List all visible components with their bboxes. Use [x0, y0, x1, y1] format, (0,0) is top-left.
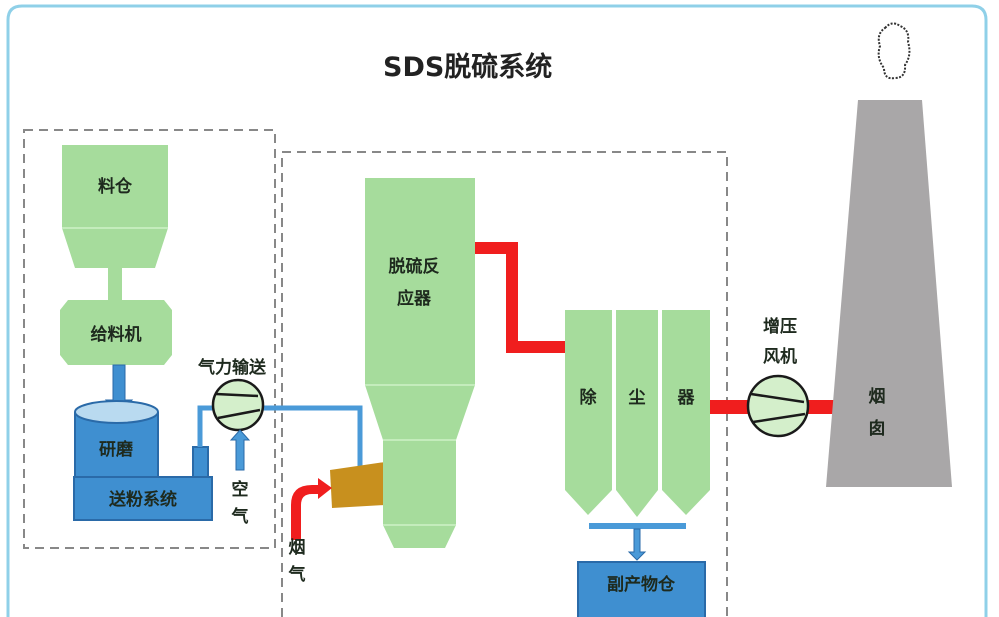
- flue-gas-label-1: 烟: [289, 537, 306, 558]
- svg-text:器: 器: [677, 388, 696, 408]
- svg-text:尘: 尘: [629, 388, 646, 408]
- air-arrow-icon: [229, 429, 251, 471]
- smoke-cloud-icon: [877, 22, 911, 80]
- flue-gas-label-2: 气: [288, 564, 306, 585]
- mill: 研磨: [74, 400, 159, 479]
- svg-text:应器: 应器: [397, 288, 432, 309]
- ash-arrow-icon: [627, 528, 647, 561]
- pneumatic-conveying-fan-icon: [211, 378, 265, 432]
- reaction-system-boundary: [281, 151, 728, 617]
- silo: 料仓: [62, 145, 168, 300]
- booster-fan-label-2: 风机: [763, 346, 797, 367]
- feed-system-boundary: [23, 129, 276, 549]
- booster-fan-label-1: 增压: [763, 316, 797, 337]
- diagram-title: SDS脱硫系统: [383, 51, 552, 83]
- svg-text:烟: 烟: [869, 386, 886, 407]
- dust-collector: 除 尘 器: [565, 310, 710, 517]
- flue-gas-duct: [475, 242, 566, 353]
- feeder: 给料机: [60, 300, 172, 365]
- powder-outlet: [192, 446, 209, 478]
- pneumatic-conveying-label: 气力输送: [197, 357, 267, 378]
- outer-frame: [6, 4, 988, 617]
- injection-nozzle: [330, 462, 385, 508]
- svg-text:脱硫反: 脱硫反: [389, 256, 440, 277]
- svg-text:除: 除: [580, 387, 598, 408]
- conveying-pipe-to-reactor: [263, 405, 363, 470]
- booster-fan-icon: [746, 374, 810, 438]
- svg-text:给料机: 给料机: [91, 324, 142, 345]
- byproduct-silo: 副产物仓: [577, 561, 706, 617]
- air-label-2: 气: [231, 506, 249, 527]
- svg-text:送粉系统: 送粉系统: [109, 489, 177, 510]
- svg-text:囱: 囱: [869, 418, 886, 439]
- chimney: 烟 囱: [826, 100, 952, 487]
- svg-text:副产物仓: 副产物仓: [607, 574, 676, 595]
- flue-gas-inlet-arrow-icon: [291, 478, 332, 540]
- powder-delivery-system: 送粉系统: [73, 476, 213, 521]
- air-label-1: 空: [232, 479, 249, 500]
- svg-text:研磨: 研磨: [99, 439, 134, 460]
- svg-text:料仓: 料仓: [98, 176, 133, 197]
- ash-collection-bar: [589, 523, 686, 529]
- conveying-pipe: [197, 405, 213, 447]
- desulfurization-reactor: 脱硫反 应器: [365, 178, 475, 548]
